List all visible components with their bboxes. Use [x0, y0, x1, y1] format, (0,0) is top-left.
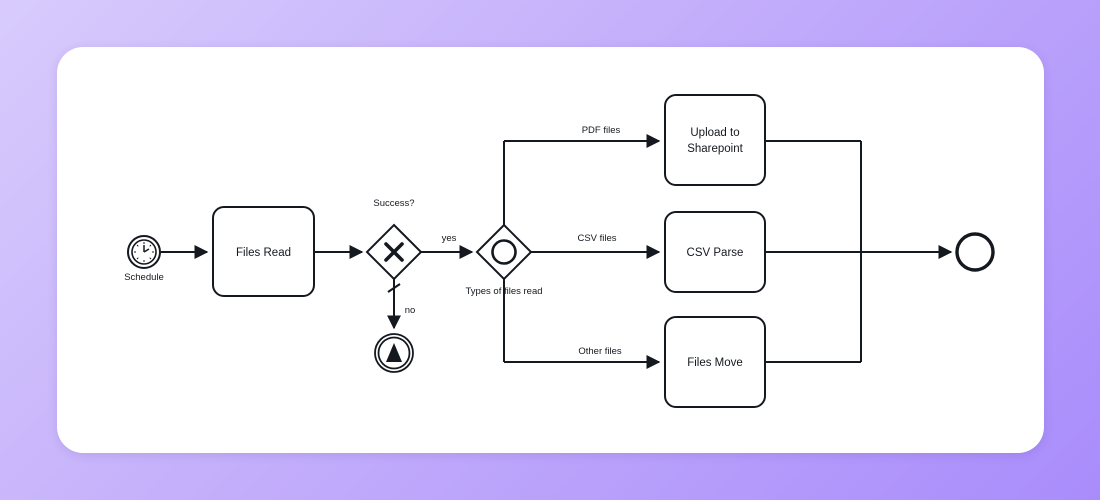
end-event-escalation-inner-ring: [377, 336, 411, 370]
end-event-escalation[interactable]: [374, 333, 414, 373]
task-csv-parse[interactable]: CSV Parse: [664, 211, 766, 293]
task-files-read[interactable]: Files Read: [212, 206, 315, 297]
task-files-move-label: Files Move: [687, 357, 743, 369]
task-csv-parse-box[interactable]: [664, 211, 766, 293]
default-flow-marker-icon: [387, 283, 401, 293]
gateway-file-types-diamond[interactable]: [475, 223, 533, 281]
task-files-move[interactable]: Files Move: [664, 316, 766, 408]
x-icon: [384, 242, 404, 262]
flow-labels: yes no PDF files CSV files Other files: [405, 125, 622, 357]
flow-label-csv-files: CSV files: [577, 233, 616, 244]
task-upload-sharepoint[interactable]: Upload to Sharepoint: [664, 94, 766, 186]
flow-label-pdf-files: PDF files: [582, 125, 621, 136]
task-upload-sharepoint-label-line2: Sharepoint: [687, 143, 743, 155]
gateway-success-label: Success?: [373, 198, 414, 209]
gateway-file-types-label: Types of files read: [465, 286, 542, 297]
start-event-label: Schedule: [124, 272, 164, 283]
task-files-read-box[interactable]: [212, 206, 315, 297]
task-files-read-label: Files Read: [236, 247, 291, 259]
triangle-icon: [386, 343, 402, 362]
flow-label-yes: yes: [442, 233, 457, 244]
start-event-schedule[interactable]: Schedule: [124, 235, 164, 283]
task-csv-parse-label: CSV Parse: [687, 247, 744, 259]
task-files-move-box[interactable]: [664, 316, 766, 408]
clock-icon-face: [131, 239, 157, 265]
clock-icon-hour-hand: [143, 248, 150, 253]
gateway-file-types[interactable]: Types of files read: [465, 223, 543, 297]
end-event-circle[interactable]: [955, 232, 995, 272]
gateway-success[interactable]: Success?: [365, 198, 423, 281]
flow-label-other-files: Other files: [578, 346, 622, 357]
task-upload-sharepoint-box[interactable]: [664, 94, 766, 186]
flow-label-no: no: [405, 305, 416, 316]
circle-icon: [491, 239, 517, 265]
end-event[interactable]: [955, 232, 995, 272]
clock-icon: [134, 242, 154, 262]
task-upload-sharepoint-label-line1: Upload to: [690, 127, 739, 139]
